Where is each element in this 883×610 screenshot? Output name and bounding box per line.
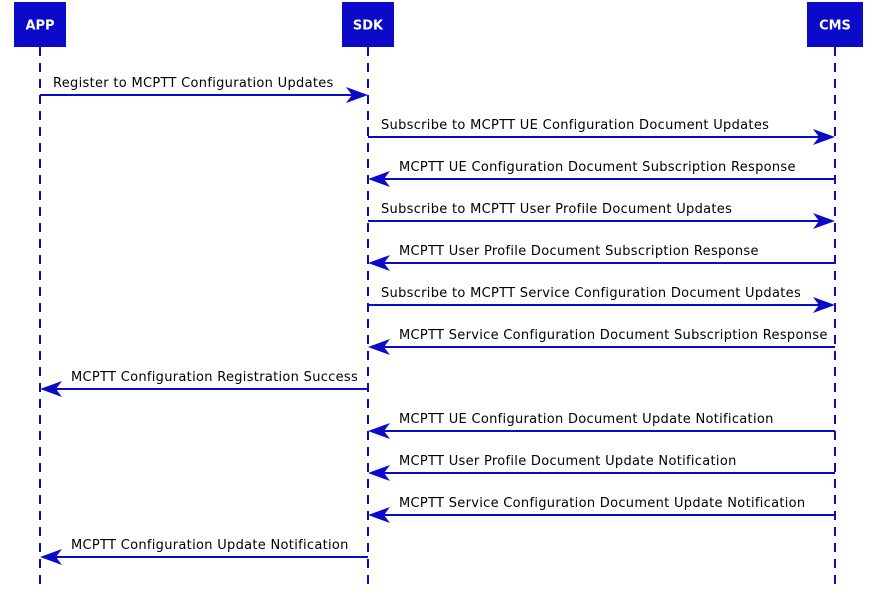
message-arrowhead-icon: [368, 255, 390, 271]
message-arrowhead-icon: [813, 129, 835, 145]
message-3: MCPTT UE Configuration Document Subscrip…: [368, 160, 835, 187]
message-2: Subscribe to MCPTT UE Configuration Docu…: [368, 118, 835, 145]
message-arrowhead-icon: [40, 549, 62, 565]
participant-box-app: [14, 2, 66, 47]
message-11: MCPTT Service Configuration Document Upd…: [368, 496, 835, 523]
participant-cms: CMS: [807, 2, 863, 47]
lifelines: [39, 47, 836, 590]
message-arrowhead-icon: [368, 507, 390, 523]
message-arrowhead-icon: [368, 465, 390, 481]
message-label: MCPTT Configuration Registration Success: [71, 370, 358, 385]
message-7: MCPTT Service Configuration Document Sub…: [368, 328, 835, 355]
participant-box-cms: [807, 2, 863, 47]
participant-label-cms: CMS: [819, 19, 851, 34]
message-8: MCPTT Configuration Registration Success: [40, 370, 368, 397]
message-arrowhead-icon: [813, 213, 835, 229]
message-label: MCPTT Configuration Update Notification: [71, 538, 349, 553]
message-arrowhead-icon: [368, 339, 390, 355]
message-label: MCPTT Service Configuration Document Upd…: [399, 496, 805, 511]
message-arrowhead-icon: [813, 297, 835, 313]
message-label: MCPTT UE Configuration Document Subscrip…: [399, 160, 796, 175]
message-12: MCPTT Configuration Update Notification: [40, 538, 368, 565]
message-1: Register to MCPTT Configuration Updates: [40, 76, 368, 103]
message-arrowhead-icon: [346, 87, 368, 103]
message-9: MCPTT UE Configuration Document Update N…: [368, 412, 835, 439]
message-arrowhead-icon: [40, 381, 62, 397]
message-arrowhead-icon: [368, 423, 390, 439]
message-label: MCPTT Service Configuration Document Sub…: [399, 328, 828, 343]
participant-label-sdk: SDK: [353, 19, 384, 34]
messages: Register to MCPTT Configuration UpdatesS…: [40, 76, 835, 565]
message-label: Register to MCPTT Configuration Updates: [53, 76, 334, 91]
message-10: MCPTT User Profile Document Update Notif…: [368, 454, 835, 481]
participant-app: APP: [14, 2, 66, 47]
message-label: MCPTT User Profile Document Update Notif…: [399, 454, 737, 469]
message-6: Subscribe to MCPTT Service Configuration…: [368, 286, 835, 313]
participant-box-sdk: [342, 2, 394, 47]
message-label: MCPTT User Profile Document Subscription…: [399, 244, 759, 259]
message-label: MCPTT UE Configuration Document Update N…: [399, 412, 774, 427]
participant-label-app: APP: [25, 19, 54, 34]
message-4: Subscribe to MCPTT User Profile Document…: [368, 202, 835, 229]
message-label: Subscribe to MCPTT Service Configuration…: [381, 286, 801, 301]
message-label: Subscribe to MCPTT UE Configuration Docu…: [381, 118, 769, 133]
message-label: Subscribe to MCPTT User Profile Document…: [381, 202, 732, 217]
message-5: MCPTT User Profile Document Subscription…: [368, 244, 835, 271]
participants: APP SDK CMS: [14, 2, 863, 47]
message-arrowhead-icon: [368, 171, 390, 187]
participant-sdk: SDK: [342, 2, 394, 47]
